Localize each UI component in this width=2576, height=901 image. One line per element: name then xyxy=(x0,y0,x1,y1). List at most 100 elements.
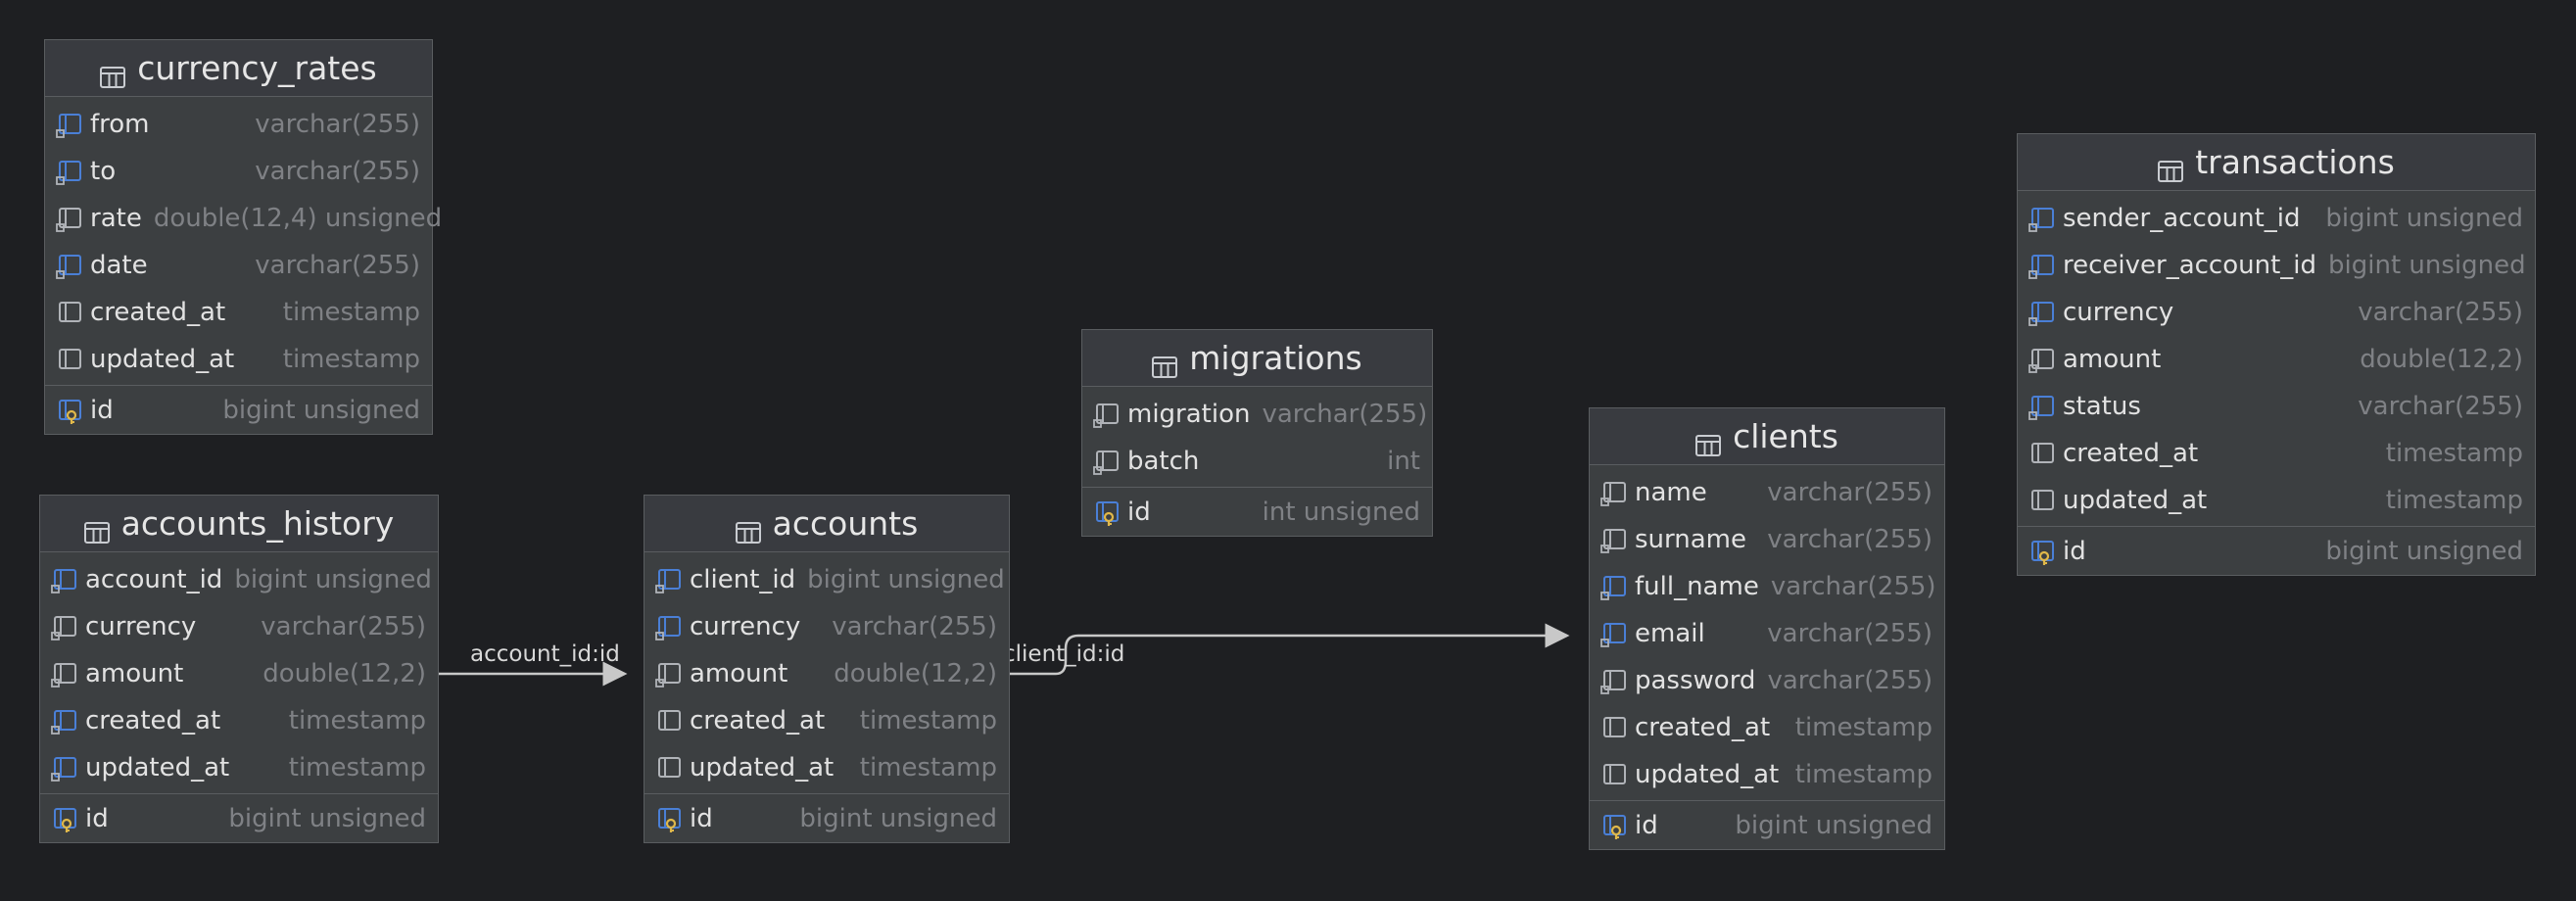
column-type: varchar(255) xyxy=(1767,619,1932,648)
column-name: id xyxy=(85,804,109,833)
table-header[interactable]: accounts_history xyxy=(40,496,438,552)
column-type: int unsigned xyxy=(1262,498,1420,527)
column-name: migration xyxy=(1127,400,1251,429)
not-null-column-icon xyxy=(1092,447,1121,476)
column-type: bigint unsigned xyxy=(2328,251,2526,280)
not-null-column-icon xyxy=(2027,345,2057,374)
column-icon xyxy=(2027,486,2057,515)
key-divider xyxy=(2018,526,2535,527)
indexed-column-icon xyxy=(50,753,79,782)
column-type: varchar(255) xyxy=(1770,572,1936,601)
column-name: amount xyxy=(690,659,788,688)
primary-key-icon xyxy=(50,804,79,833)
column-name: from xyxy=(90,110,150,139)
column-type: varchar(255) xyxy=(261,612,426,641)
relation-label-client-id: client_id:id xyxy=(1003,641,1125,667)
not-null-column-icon xyxy=(1092,400,1121,429)
relation-label-account-id: account_id:id xyxy=(470,641,620,667)
not-null-column-icon xyxy=(654,659,684,688)
column-type: varchar(255) xyxy=(1767,478,1932,507)
column-name: surname xyxy=(1635,525,1746,554)
column-name: sender_account_id xyxy=(2063,204,2301,233)
table-header[interactable]: currency_rates xyxy=(45,40,432,97)
table-header[interactable]: accounts xyxy=(644,496,1009,552)
column-type: varchar(255) xyxy=(1767,525,1932,554)
column-name: rate xyxy=(90,204,142,233)
relation-accounts-to-clients[interactable] xyxy=(1010,623,1570,676)
column-name: created_at xyxy=(690,706,826,735)
table-title: migrations xyxy=(1189,339,1362,377)
column-row[interactable]: email varchar(255) xyxy=(1590,610,1944,657)
column-name: id xyxy=(90,396,114,425)
table-header[interactable]: migrations xyxy=(1082,330,1432,387)
table-title: currency_rates xyxy=(137,49,377,87)
column-type: timestamp xyxy=(2385,439,2523,468)
indexed-column-icon xyxy=(654,565,684,594)
not-null-column-icon xyxy=(55,204,84,233)
column-icon xyxy=(654,753,684,782)
column-row[interactable]: surname varchar(255) xyxy=(1590,516,1944,563)
table-header[interactable]: clients xyxy=(1590,408,1944,465)
key-divider xyxy=(40,793,438,794)
not-null-column-icon xyxy=(50,659,79,688)
column-type: varchar(255) xyxy=(2358,298,2523,327)
column-name: email xyxy=(1635,619,1705,648)
column-name: date xyxy=(90,251,148,280)
indexed-column-icon xyxy=(1599,619,1629,648)
table-header[interactable]: transactions xyxy=(2018,134,2535,191)
column-name: id xyxy=(2063,537,2086,566)
column-name: batch xyxy=(1127,447,1200,476)
column-type: timestamp xyxy=(288,706,426,735)
column-name: amount xyxy=(2063,345,2162,374)
not-null-column-icon xyxy=(1599,525,1629,554)
column-type: bigint unsigned xyxy=(799,804,997,833)
indexed-column-icon xyxy=(50,565,79,594)
